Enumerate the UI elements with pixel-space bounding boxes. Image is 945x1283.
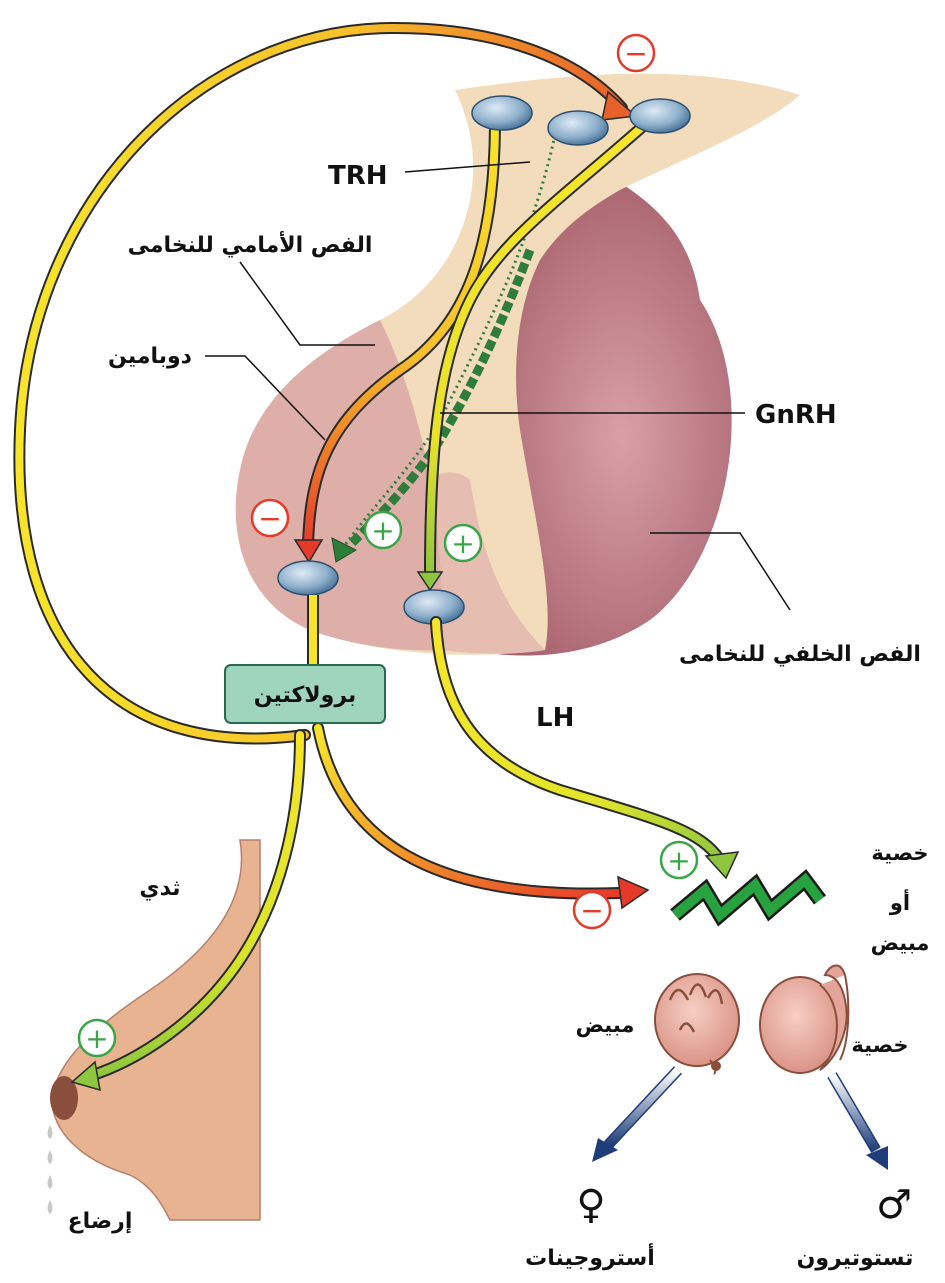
svg-text:−: − [624,37,647,70]
female-symbol-icon: ♀ [576,1182,605,1228]
breast-illustration [50,839,261,1221]
svg-text:+: + [85,1022,108,1055]
ovary-label: مبيض [576,1013,635,1037]
estrogens-label: أستروجينات [525,1242,655,1271]
stimulate-sign-trh: + [363,510,403,550]
ovary-illustration [654,973,740,1075]
feedback-arrowhead [601,90,638,121]
svg-text:−: − [580,894,603,927]
lactotroph-cell [277,560,339,596]
posterior-lobe-label: الفص الخلفي للنخامى [679,642,921,667]
inhibit-sign-prolactin-gonad: − [572,890,612,930]
testis-label: خصية [851,1033,908,1057]
gnrh-neuron-cell [629,98,691,134]
male-symbol-icon: ♂ [876,1182,912,1228]
testosterone-label: تستوتيرون [797,1246,914,1271]
trh-label: TRH [328,161,388,191]
stimulate-sign-breast: + [77,1018,117,1058]
breast-label: ثدي [139,876,180,901]
svg-text:−: − [258,502,281,535]
svg-text:+: + [371,514,394,547]
gonad-label-line1: خصية [871,841,928,865]
gonad-label-line3: مبيض [871,931,930,955]
trh-neuron-cell [547,110,609,146]
testis-illustration [759,964,850,1074]
stimulate-sign-lh-gonad: + [659,840,699,880]
dopamine-label: دوبامين [108,344,192,369]
leader-lines [205,161,791,611]
gonad-label-line2: أو [889,888,910,915]
svg-text:+: + [451,527,474,560]
prolactin-box [224,664,386,724]
inhibit-sign-lactotroph: − [250,498,290,538]
gnrh-label: GnRH [755,400,837,430]
milk-droplets [47,1125,53,1214]
dopamine-neuron-cell [471,95,533,131]
stimulate-sign-gnrh: + [443,523,483,563]
inhibit-sign-gnrh-neuron: − [616,33,656,73]
lh-label: LH [536,703,574,733]
prolactin-to-gonad-pathway [312,722,626,900]
lactation-label: إرضاع [68,1209,133,1234]
anterior-lobe-label: الفص الأمامي للنخامى [128,230,373,258]
prolactin-label: برولاكتين [254,683,357,708]
svg-text:+: + [667,844,690,877]
